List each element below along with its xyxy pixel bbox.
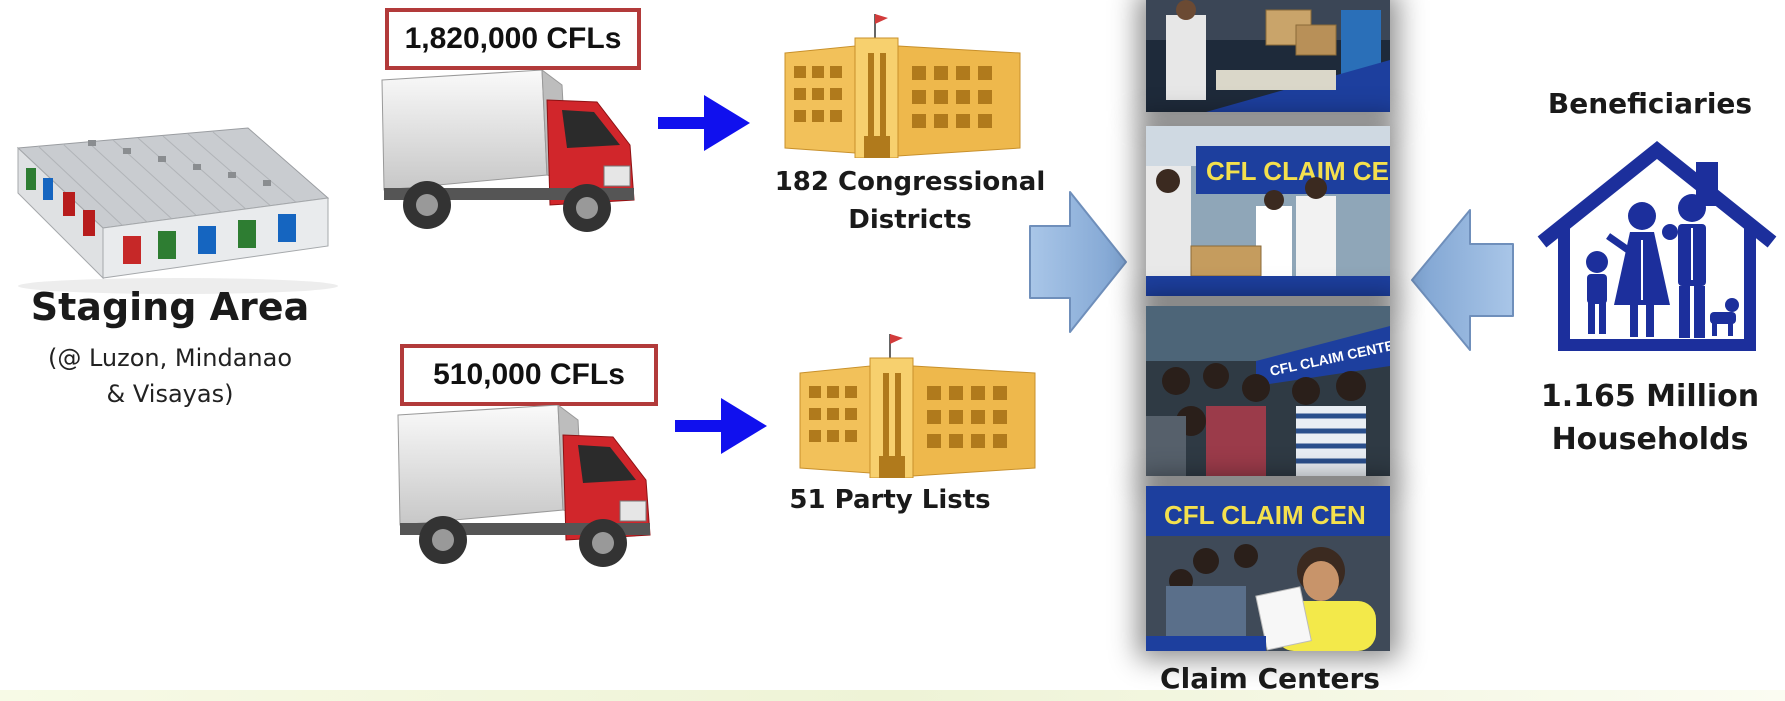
top-quantity-box: 1,820,000 CFLs bbox=[385, 8, 641, 70]
bottom-destination-label: 51 Party Lists bbox=[789, 485, 991, 515]
claim-centers-label: Claim Centers bbox=[1160, 662, 1380, 695]
top-destination-line1: 182 Congressional bbox=[774, 167, 1046, 197]
building-icon bbox=[795, 328, 1045, 479]
staging-area-subtitle: (@ Luzon, Mindanao & Visayas) bbox=[20, 340, 320, 412]
big-left-arrow-icon bbox=[1410, 208, 1515, 353]
family-house-icon bbox=[1532, 140, 1782, 355]
claim-center-photo-2: CFL CLAIM CE bbox=[1146, 126, 1390, 296]
claim-banner-text-3: CFL CLAIM CEN bbox=[1164, 500, 1366, 530]
staging-area-subtitle-line2: & Visayas) bbox=[106, 380, 234, 408]
staging-area-subtitle-line1: (@ Luzon, Mindanao bbox=[47, 344, 293, 372]
beneficiaries-count-line1: 1.165 Million bbox=[1540, 379, 1760, 414]
beneficiaries-count: 1.165 Million Households bbox=[1520, 375, 1780, 461]
bottom-decoration-strip bbox=[0, 690, 1785, 701]
top-quantity-label: 1,820,000 CFLs bbox=[404, 22, 622, 55]
truck-icon bbox=[372, 68, 642, 235]
bottom-quantity-label: 510,000 CFLs bbox=[433, 358, 625, 391]
beneficiaries-count-line2: Households bbox=[1551, 422, 1749, 457]
top-destination-label: 182 Congressional Districts bbox=[770, 163, 1050, 239]
claim-center-photo-4: CFL CLAIM CEN bbox=[1146, 486, 1390, 651]
warehouse-icon bbox=[8, 118, 338, 298]
beneficiaries-title: Beneficiaries bbox=[1547, 87, 1753, 120]
bottom-quantity-box: 510,000 CFLs bbox=[400, 344, 658, 406]
truck-icon bbox=[388, 403, 658, 570]
building-icon bbox=[780, 8, 1030, 159]
top-destination-line2: Districts bbox=[848, 205, 972, 235]
claim-banner-text-1: CFL CLAIM CE bbox=[1206, 156, 1389, 186]
bottom-arrow-icon bbox=[675, 398, 767, 454]
top-arrow-icon bbox=[658, 95, 750, 151]
claim-center-photo-3: CFL CLAIM CENTER bbox=[1146, 306, 1390, 476]
claim-center-photo-1 bbox=[1146, 0, 1390, 112]
staging-area-title: Staging Area bbox=[30, 285, 310, 329]
big-right-arrow-icon bbox=[1028, 190, 1128, 335]
